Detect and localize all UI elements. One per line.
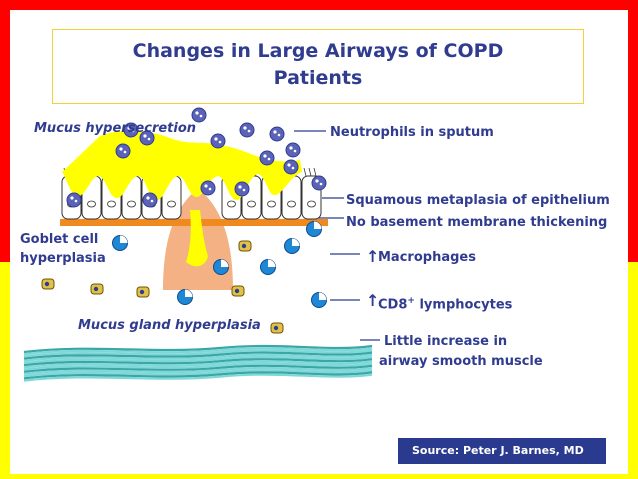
neutrophil-cell-icon bbox=[239, 122, 255, 138]
smooth-muscle-strand bbox=[23, 362, 373, 371]
cell-nucleus bbox=[287, 200, 296, 208]
label-mucus-hypersecretion: Mucus hypersecretion bbox=[34, 121, 197, 136]
neutrophil-cell-icon bbox=[191, 107, 207, 123]
macrophage-cell-icon bbox=[112, 235, 128, 251]
label-mucus-gland-hyperplasia: Mucus gland hyperplasia bbox=[78, 318, 261, 333]
smooth-muscle-strand bbox=[23, 355, 373, 365]
label-goblet-cell: Goblet cell bbox=[20, 232, 99, 247]
neutrophil-cell-icon bbox=[66, 192, 82, 208]
source-credit: Source: Peter J. Barnes, MD bbox=[398, 438, 606, 464]
smooth-muscle-strand bbox=[23, 358, 373, 367]
label-little-increase: Little increase in bbox=[384, 334, 508, 349]
smooth-muscle-strand bbox=[23, 349, 373, 358]
label-neutrophils: Neutrophils in sputum bbox=[330, 125, 494, 140]
cell-nucleus bbox=[107, 200, 116, 208]
title-line-1: Changes in Large Airways of COPD bbox=[132, 40, 504, 62]
smooth-muscle-layer bbox=[23, 344, 373, 382]
label-macrophages: Macrophages bbox=[378, 250, 476, 265]
macrophage-cell-icon bbox=[213, 259, 229, 275]
neutrophil-cell-icon bbox=[200, 180, 216, 196]
label-no-basement-thickening: No basement membrane thickening bbox=[346, 215, 608, 230]
macrophage-cell-icon bbox=[260, 259, 276, 275]
smooth-muscle-strand bbox=[23, 360, 373, 369]
cilium bbox=[308, 167, 312, 177]
lymphocyte-cell-icon bbox=[231, 285, 245, 297]
neutrophil-cell-icon bbox=[210, 133, 226, 149]
cd8-suffix: lymphocytes bbox=[414, 297, 513, 313]
macrophage-cell-icon bbox=[306, 221, 322, 237]
cell-nucleus bbox=[227, 200, 236, 208]
gland-duct-mucus bbox=[186, 210, 208, 267]
lymphocyte-cell-icon bbox=[238, 240, 252, 252]
cell-nucleus bbox=[87, 200, 96, 208]
neutrophil-cell-icon bbox=[269, 126, 285, 142]
cd8-superscript: + bbox=[407, 296, 415, 306]
macrophage-cell-icon bbox=[311, 292, 327, 308]
lymphocyte-cell-icon bbox=[41, 278, 55, 290]
neutrophil-cell-icon bbox=[139, 130, 155, 146]
cell-population bbox=[41, 107, 327, 334]
up-arrow-cd8: ↑ bbox=[366, 291, 380, 310]
cell-nucleus bbox=[127, 200, 136, 208]
cilium bbox=[303, 167, 307, 177]
smooth-muscle-strand bbox=[23, 347, 373, 356]
lymphocyte-cell-icon bbox=[270, 322, 284, 334]
slide-title: Changes in Large Airways of COPD Patient… bbox=[53, 38, 583, 92]
smooth-muscle-strand bbox=[23, 344, 373, 354]
neutrophil-cell-icon bbox=[123, 122, 139, 138]
label-smooth-muscle: airway smooth muscle bbox=[379, 354, 543, 369]
label-squamous-metaplasia: Squamous metaplasia of epithelium bbox=[346, 193, 610, 208]
smooth-muscle-strand bbox=[23, 351, 373, 360]
leader-lines bbox=[294, 130, 380, 341]
cell-nucleus bbox=[167, 200, 176, 208]
title-line-2: Patients bbox=[273, 67, 363, 89]
label-cd8-lymphocytes: CD8+ lymphocytes bbox=[378, 293, 512, 313]
smooth-muscle-strand bbox=[23, 353, 373, 362]
neutrophil-cell-icon bbox=[115, 143, 131, 159]
title-box: Changes in Large Airways of COPD Patient… bbox=[52, 29, 584, 104]
cell-nucleus bbox=[247, 200, 256, 208]
up-arrow-macrophages: ↑ bbox=[366, 247, 380, 266]
smooth-muscle-strand bbox=[23, 371, 373, 380]
lymphocyte-cell-icon bbox=[136, 286, 150, 298]
smooth-muscle-strand bbox=[23, 366, 373, 376]
neutrophil-cell-icon bbox=[311, 175, 327, 191]
smooth-muscle-strand bbox=[23, 369, 373, 378]
neutrophil-cell-icon bbox=[142, 192, 158, 208]
macrophage-cell-icon bbox=[284, 238, 300, 254]
neutrophil-cell-icon bbox=[283, 159, 299, 175]
label-goblet-hyperplasia: hyperplasia bbox=[20, 251, 106, 266]
lymphocyte-cell-icon bbox=[90, 283, 104, 295]
macrophage-cell-icon bbox=[177, 289, 193, 305]
smooth-muscle-strand bbox=[23, 364, 373, 373]
cd8-prefix: CD8 bbox=[378, 297, 408, 313]
smooth-muscle-strand bbox=[23, 373, 373, 382]
neutrophil-cell-icon bbox=[259, 150, 275, 166]
cell-nucleus bbox=[267, 200, 276, 208]
cilium bbox=[313, 167, 317, 177]
cell-nucleus bbox=[307, 200, 316, 208]
neutrophil-cell-icon bbox=[234, 181, 250, 197]
neutrophil-cell-icon bbox=[285, 142, 301, 158]
